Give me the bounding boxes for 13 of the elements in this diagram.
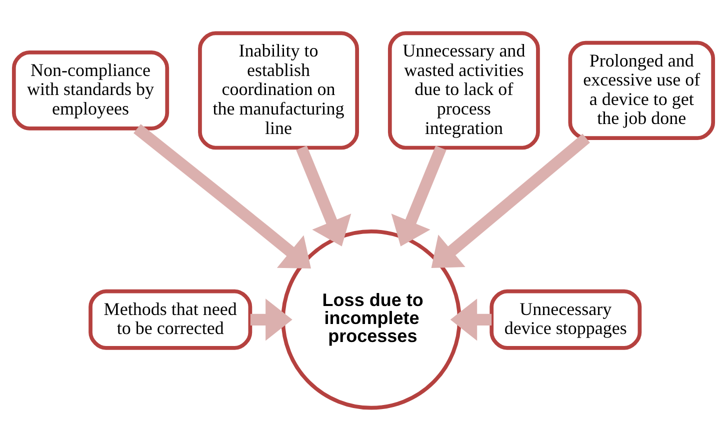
node-box: Unnecessary device stoppages	[490, 289, 642, 350]
arrow	[134, 124, 311, 268]
node-box: Prolonged and excessive use of a device to get the job done	[568, 40, 716, 140]
node-box: Unnecessary and wasted activities due to lack of process integration	[388, 31, 540, 150]
node-box: Inability to establish coordination on the manufacturing line	[198, 31, 359, 150]
arrow	[450, 298, 492, 341]
arrow	[250, 298, 292, 341]
node-circle: Loss due to incomplete processes	[281, 230, 462, 410]
node-box: Non-compliance with standards by employees	[12, 50, 170, 130]
arrow	[391, 146, 446, 246]
node-box: Methods that need to be corrected	[88, 289, 252, 350]
arrow	[296, 146, 352, 246]
arrow	[431, 134, 590, 268]
